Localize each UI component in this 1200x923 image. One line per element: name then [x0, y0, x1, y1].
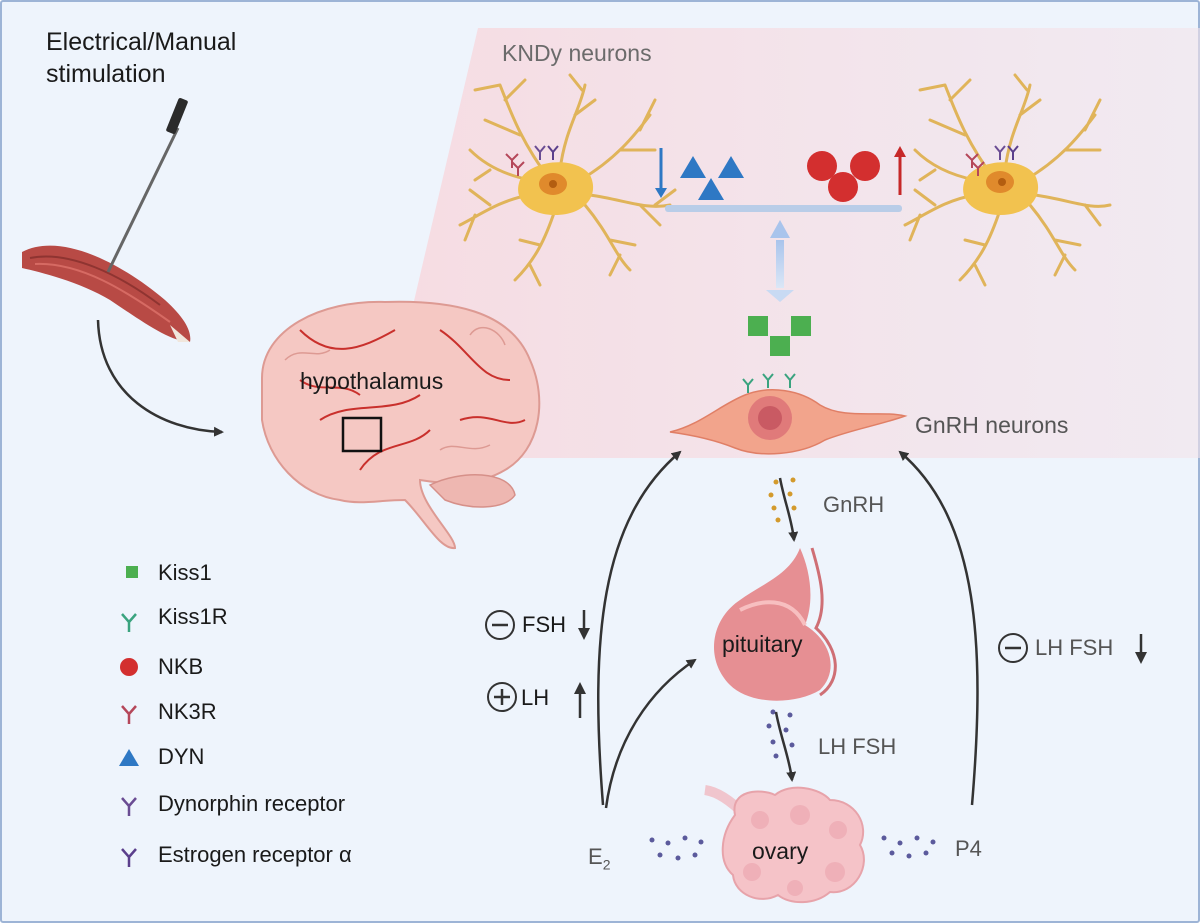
- kndy-neuron-left: [458, 73, 677, 287]
- gnrh-secretion-dots: [768, 477, 797, 523]
- legend-nk3r: NK3R: [158, 699, 217, 724]
- balance-to-gnrh-double-arrow: [766, 240, 794, 302]
- gnrh-release-label: GnRH: [823, 492, 885, 517]
- p4-label: P4: [955, 836, 982, 861]
- e2-to-pituitary-arrow: [604, 658, 697, 809]
- lhfsh-release-label: LH FSH: [818, 734, 897, 759]
- legend-nkb: NKB: [158, 654, 204, 679]
- nkb-circle: [850, 151, 880, 181]
- e2-subscript: 2: [602, 856, 611, 873]
- legend-dyn: DYN: [158, 744, 205, 769]
- ovary-icon: [703, 785, 865, 904]
- nk3r-legend-icon: [121, 705, 137, 724]
- down-arrow-icon: [1135, 634, 1147, 664]
- kiss1r-legend-icon: [121, 613, 137, 632]
- ovary-label: ovary: [752, 838, 809, 864]
- hypothalamus-label: hypothalamus: [300, 368, 444, 394]
- legend-kiss1: Kiss1: [158, 560, 212, 585]
- estrogen-receptor-legend-icon: [121, 848, 137, 867]
- e2-to-gnrh-arrow: [597, 450, 682, 806]
- down-arrow-icon: [578, 610, 590, 640]
- gnrh-to-pituitary-arrow: [778, 477, 799, 542]
- e2-positive-feedback-label: LH: [521, 685, 550, 710]
- minus-sign-icon: [998, 633, 1028, 663]
- kndy-left-receptors: [505, 145, 559, 176]
- balance-scale: [655, 146, 906, 238]
- kiss1-legend-icon: [126, 566, 138, 578]
- pituitary-icon: [713, 547, 837, 701]
- kndy-label: KNDy neurons: [502, 40, 652, 66]
- legend-kiss1r: Kiss1R: [158, 604, 228, 629]
- p4-hormone-dots: [881, 835, 936, 859]
- dyn-triangle: [680, 156, 706, 178]
- plus-sign-icon: [487, 682, 517, 712]
- lhfsh-secretion-dots: [766, 709, 795, 759]
- p4-to-gnrh-arrow: [898, 450, 979, 806]
- e2-label: E2: [588, 844, 611, 873]
- nkb-circle: [807, 151, 837, 181]
- muscle-icon: [22, 245, 191, 342]
- legend-dynorphin-receptor: Dynorphin receptor: [158, 791, 346, 816]
- e2-text: E: [588, 844, 603, 869]
- legend-estrogen-receptor: Estrogen receptor α: [158, 842, 352, 867]
- brain-icon: [261, 300, 541, 550]
- kndy-zoom-region: [380, 28, 1200, 458]
- dyn-triangle: [698, 178, 724, 200]
- p4-negative-feedback-label: LH FSH: [1035, 635, 1114, 660]
- stimulation-label-line2: stimulation: [46, 60, 166, 88]
- up-arrow-icon: [574, 682, 586, 718]
- kiss1-cluster: [748, 316, 811, 356]
- dyn-triangle: [718, 156, 744, 178]
- dyn-legend-icon: [119, 749, 139, 766]
- e2-negative-feedback-label: FSH: [522, 612, 566, 637]
- stimulation-to-brain-arrow: [96, 319, 224, 437]
- minus-sign-icon: [485, 610, 515, 640]
- nkb-legend-icon: [120, 658, 138, 676]
- e2-hormone-dots: [649, 835, 704, 861]
- kndy-neuron-right: [903, 73, 1112, 287]
- nkb-circle: [828, 172, 858, 202]
- pituitary-to-ovary-arrow: [774, 711, 797, 782]
- gnrh-neuron-label: GnRH neurons: [915, 412, 1069, 438]
- kndy-right-receptors: [965, 145, 1019, 176]
- stimulation-label-line1: Electrical/Manual: [46, 28, 237, 56]
- gnrh-neuron: [669, 373, 908, 455]
- dynorphin-receptor-legend-icon: [121, 797, 137, 816]
- hypothalamus-box: [341, 416, 383, 453]
- pituitary-label: pituitary: [722, 631, 803, 657]
- needle-icon: [106, 98, 188, 273]
